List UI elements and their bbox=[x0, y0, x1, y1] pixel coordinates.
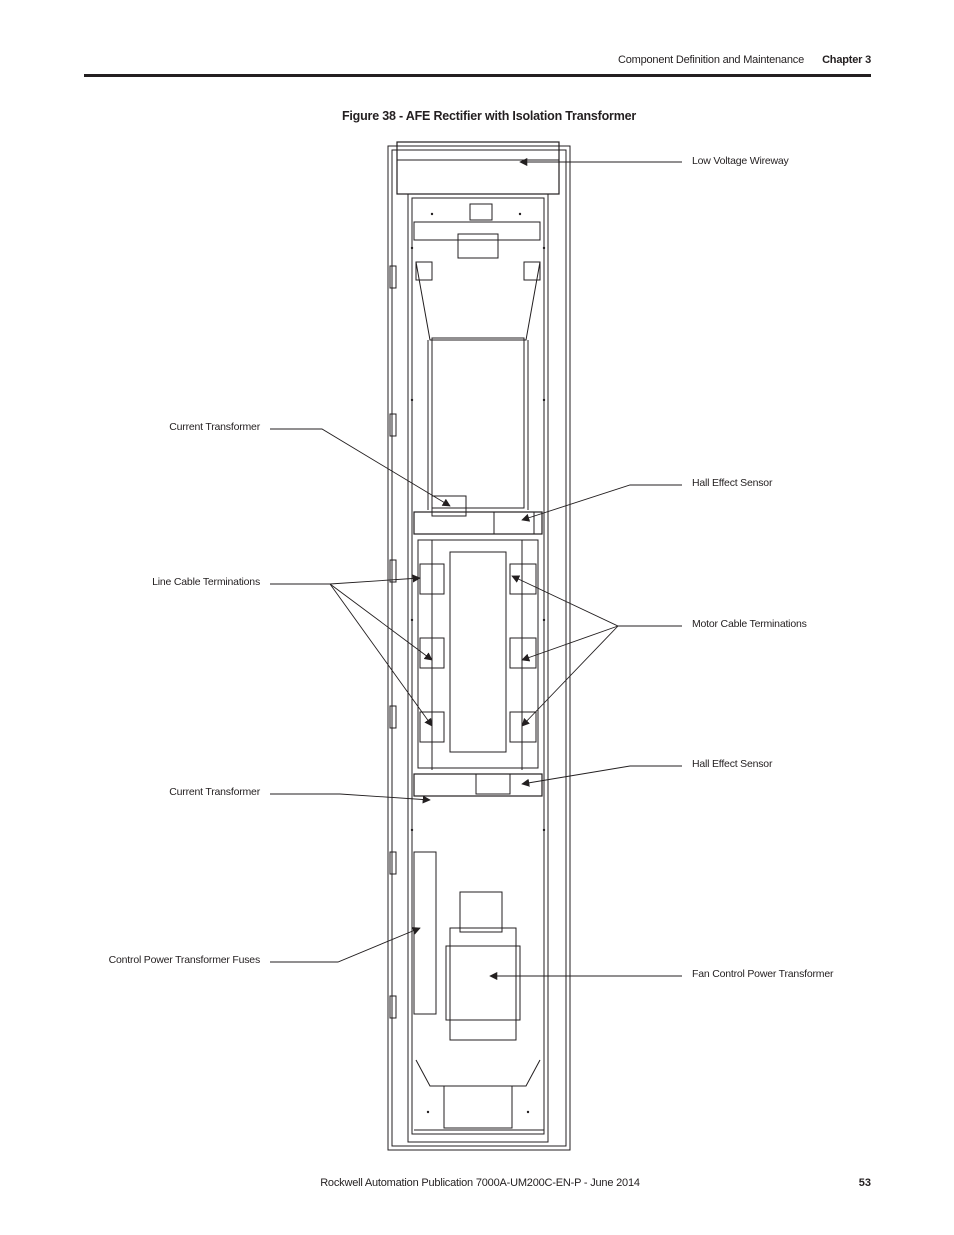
label-low-voltage-wireway: Low Voltage Wireway bbox=[692, 155, 789, 167]
leader-lines bbox=[270, 157, 682, 981]
page-number: 53 bbox=[858, 1177, 871, 1189]
label-control-power-transformer-fuses: Control Power Transformer Fuses bbox=[108, 954, 261, 966]
running-header-chapter: Chapter 3 bbox=[822, 54, 871, 66]
label-hall-effect-sensor-bottom: Hall Effect Sensor bbox=[692, 758, 773, 770]
running-header-section: Component Definition and Maintenance bbox=[617, 54, 804, 66]
footer-publication: Rockwell Automation Publication 7000A-UM… bbox=[320, 1177, 640, 1189]
label-hall-effect-sensor-top: Hall Effect Sensor bbox=[692, 477, 773, 489]
header-rule bbox=[84, 74, 871, 77]
side-latches bbox=[389, 265, 397, 1019]
rivet-dots bbox=[410, 212, 546, 1114]
cabinet-outline bbox=[387, 141, 571, 1151]
label-fan-control-power-transformer: Fan Control Power Transformer bbox=[692, 968, 834, 980]
label-current-transformer-bottom: Current Transformer bbox=[169, 786, 260, 798]
figure-title: Figure 38 - AFE Rectifier with Isolation… bbox=[341, 109, 637, 123]
label-line-cable-terminations: Line Cable Terminations bbox=[152, 576, 260, 588]
label-current-transformer-top: Current Transformer bbox=[169, 421, 260, 433]
label-motor-cable-terminations: Motor Cable Terminations bbox=[692, 618, 807, 630]
